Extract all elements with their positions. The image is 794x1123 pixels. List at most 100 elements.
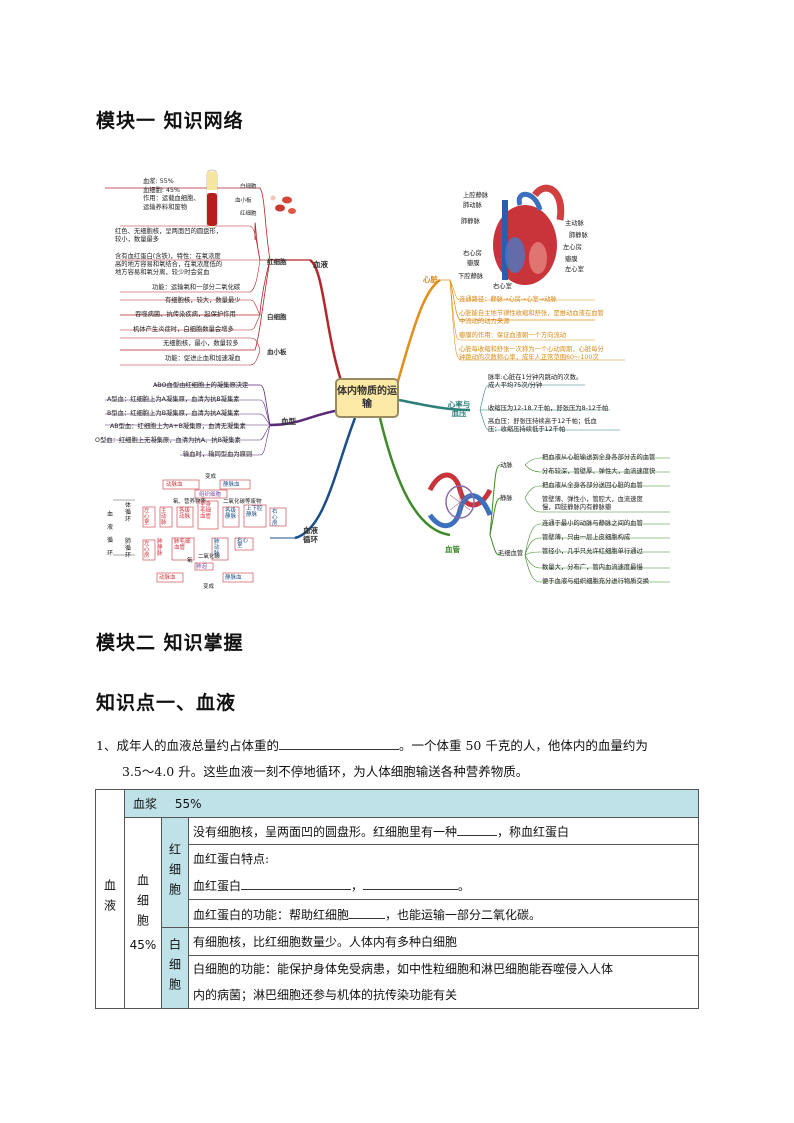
circ-la: 左心房 [144,541,150,559]
wbc-row-1: 有细胞核，比红细胞数量少。人体内有多种白细胞 [188,927,699,956]
circ-venous-2: 静脉血 [225,575,242,581]
circ-title: 血液循环 [107,511,114,557]
circ-rv: 右心室 [237,538,249,549]
vein-item-1: 把血液从全身各部分送回心脏的血管 [542,482,643,489]
circ-arteries: 各级动脉 [179,508,191,520]
pulse-item-3: 高血压：舒张压持续高于12千帕；低血 压：收缩压持续低于12千帕 [488,418,597,433]
bloodtype-item-5: O型血：红细胞上无凝集原，血清为抗A、抗B凝集素 [95,437,241,444]
answer-blank-3[interactable] [241,876,352,891]
module2-heading: 模块二 知识掌握 [96,632,244,654]
center-node: 体内物质的运输 [335,378,399,418]
circ-nutrients: 氧、营养物质 [173,499,207,505]
heart-label-svc: 上腔静脉 [463,192,489,199]
capillary-item-2: 管壁薄，只由一层上皮细胞构成 [542,534,631,541]
circ-aorta: 主动脉 [161,508,167,526]
circ-alveoli: 肺泡 [196,564,208,570]
circ-becomes: 变成 [205,474,217,480]
bloodtype-item-1: ABO血型由红细胞上的凝集原决定 [153,382,249,389]
cell-rbc: 红细胞 [161,817,189,928]
circ-body-cap: 全身毛细血管 [200,502,212,520]
rbc-row-2b: 血红蛋白，。 [188,871,699,900]
circ-tissue: 组织细胞 [199,492,222,498]
vessel-label-artery: 动脉 [500,462,513,469]
heart-label-valve: 瓣膜 [467,260,480,267]
circ-waste: 二氧化碳等废物 [223,499,262,505]
heart-item-3: 瓣膜的作用：保证血液朝一个方向流动 [459,332,567,339]
heart-label-ra: 右心房 [463,250,482,257]
tube-tag-rbc: 红细胞 [240,211,257,217]
heart-label-la: 左心房 [563,244,582,251]
bloodtype-item-4: AB型血：红细胞上为A+B凝集原，血清无凝集素 [110,423,246,430]
branch-bloodtype: 血型 [281,417,296,426]
circ-pulm-artery: 肺动脉 [214,539,220,557]
rbc-item-3: 功能：运输氧和一部分二氧化碳 [152,284,241,291]
circ-co2: 二氧化碳 [198,554,221,560]
branch-vessel: 血管 [445,545,460,554]
branch-wbc: 白细胞 [267,313,287,321]
blood-table: 血液 血浆 55% 血细胞 45% 红细胞 没有细胞核，呈两面凹的圆盘形。红细胞… [95,789,699,1009]
question-1-line2: 3.5～4.0 升。这些血液一刻不停地循环，为人体细胞输送各种营养物质。 [122,764,529,779]
tube-tag-platelet: 血小板 [235,198,252,204]
vessel-label-vein: 静脉 [500,495,513,502]
answer-blank-4[interactable] [363,876,459,891]
pulse-item-2: 收缩压为12-18.7千帕，舒张压为8-12千帕 [488,405,609,412]
circ-oxygen: 氧 [187,558,193,564]
branch-pulse: 心率与血压 [447,400,471,418]
answer-blank-1[interactable] [278,736,399,750]
plasma-label: 血浆: 55% 血细胞: 45% 作用：运载血细胞、 运输养料和废物 [143,178,200,211]
branch-circulation: 血液循环 [303,526,318,544]
circ-ra: 右心房 [272,509,278,527]
branch-platelet: 血小板 [267,348,287,356]
tube-tag-wbc: 白细胞 [240,184,257,190]
heart-item-2: 心脏能自主地节律性收缩和舒张，是推动血液在血管 中流动的动力来源 [459,310,604,325]
wbc-row-2b: 内的病菌；淋巴细胞还参与机体的抗传染功能有关 [188,980,699,1009]
circ-pulm-vein: 肺静脉 [157,539,163,557]
branch-blood: 血液 [313,260,328,269]
rbc-row-2a: 血红蛋白特点: [188,844,699,872]
circ-pulmonary: 肺循环 [125,538,132,559]
rbc-item-1: 红色、无细胞核，呈两面凹的圆盘形， 较小，数量最多 [115,228,223,243]
bloodtype-item-3: B型血：红细胞上为B凝集原，血清为抗A凝集素 [107,410,240,417]
circ-vena-cava: 上下腔静脉 [246,506,263,518]
capillary-item-4: 数量大，分布广，管内血流速度最慢 [542,564,643,571]
mind-map-lines [105,169,670,583]
wbc-item-1: 有细胞核，较大，数量最少 [165,297,241,304]
circ-arterial-2: 动脉血 [159,575,176,581]
rbc-item-2: 含有血红蛋白(含铁)，特性：在氧浓度 高的地方容易和氧结合，在氧浓度低的 地方容… [115,253,223,276]
question-1: 1、成年人的血液总量约占体重的。一个体重 50 千克的人，他体内的血量约为 [96,736,648,753]
circ-becomes-2: 变成 [203,584,215,590]
heart-label-pv: 肺静脉 [461,218,480,225]
answer-blank-5[interactable] [349,905,386,919]
heart-item-4: 心脏每收缩和舒张一次称为一个心动周期，心脏每分 钟跳动的次数称心率，成年人正常范… [459,346,604,361]
heart-label-valve2: 瓣膜 [565,256,578,263]
heart-label-lv: 左心室 [565,266,584,273]
cell-wbc: 白细胞 [161,927,189,1009]
answer-blank-2[interactable] [457,822,498,836]
vein-item-2: 管壁薄、弹性小，管腔大，血流速度 慢，四肢静脉内有静脉瓣 [542,496,643,511]
artery-item-1: 把血液从心脏输送到全身各部分去的血管 [542,454,656,461]
platelet-item-1: 无细胞核，最小，数量较多 [163,340,239,347]
wbc-item-2: 吞噬病菌、抗传染疾病，起保护作用 [135,311,236,318]
cell-blood: 血液 [95,789,125,1009]
heart-label-pv2: 肺静脉 [569,232,588,239]
artery-item-2: 分布较深，管壁厚、弹性大，血流速度快 [542,468,656,475]
wbc-row-2a: 白细胞的功能：能保护身体免受病患，如中性粒细胞和淋巴细胞能吞噬侵入人体 [188,955,699,981]
rbc-row-1: 没有细胞核，呈两面凹的圆盘形。红细胞里有一种，称血红蛋白 [188,817,699,845]
pulse-item-1: 脉率:心脏在1分钟内跳动的次数。 成人平均75次/分钟 [488,374,583,389]
platelet-item-2: 功能：促进止血和加速凝血 [165,355,241,362]
circ-veins: 各级静脉 [225,508,237,520]
capillary-item-3: 管径小，几乎只允许红细胞单行通过 [542,548,643,555]
mind-map: 血浆: 55% 血细胞: 45% 作用：运载血细胞、 运输养料和废物 白细胞 血… [95,160,700,595]
heart-label-ivc: 下腔静脉 [458,273,484,280]
circ-venous: 静脉血 [223,482,240,488]
circ-lv: 左心室 [144,508,150,526]
point1-heading: 知识点一、血液 [96,692,237,714]
module1-heading: 模块一 知识网络 [96,110,244,132]
heart-label-rv: 右心室 [493,283,512,290]
heart-item-1: 连通路径：静脉→心房→心室→动脉 [459,296,557,303]
bloodtype-item-6: 输血时，输同型血为原则 [183,451,253,458]
heart-label-aorta: 主动脉 [565,220,584,227]
capillary-item-5: 便于血液与组织细胞充分进行物质交换 [542,578,650,585]
capillary-item-1: 连通于最小的动脉与静脉之间的血管 [542,520,643,527]
circ-systemic: 体循环 [125,502,132,523]
